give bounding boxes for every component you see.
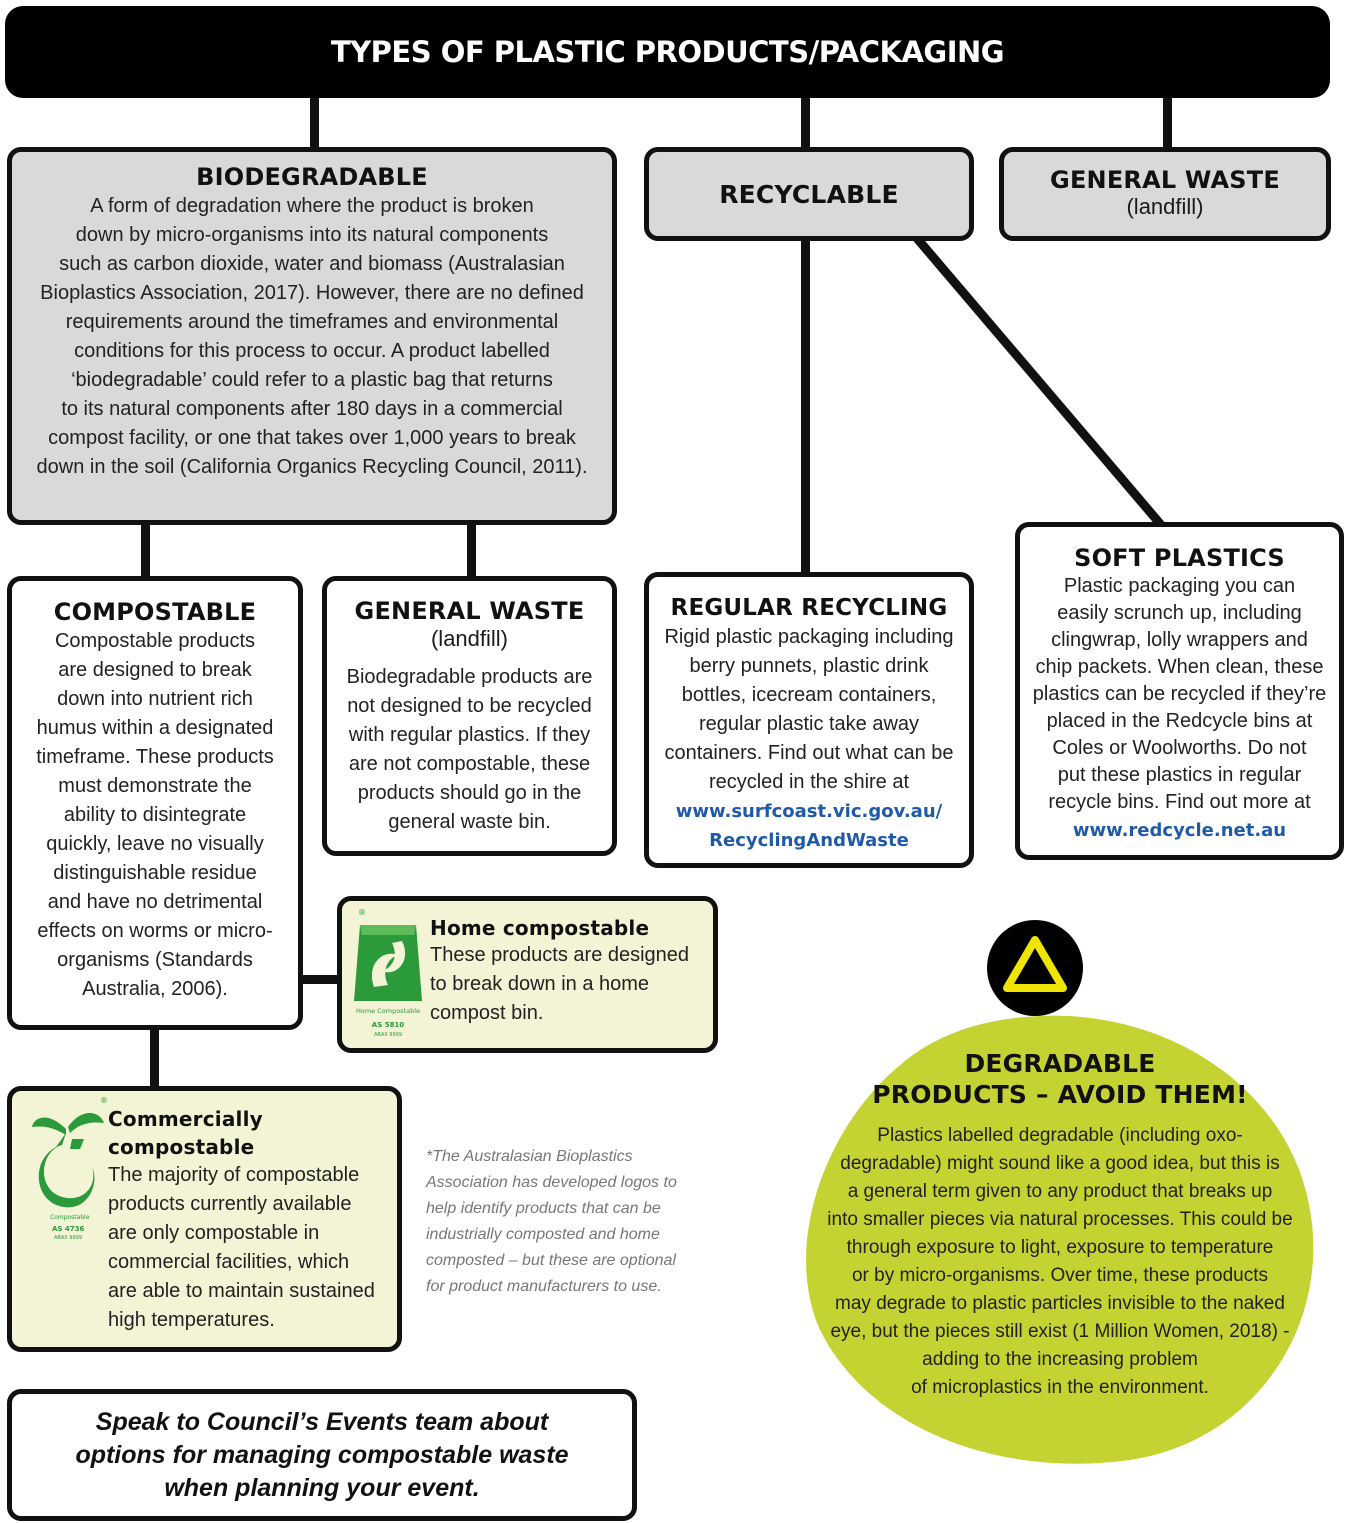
biodegradable-heading: BIODEGRADABLE xyxy=(196,163,428,191)
regular-recycling-text: Rigid plastic packaging including berry … xyxy=(664,626,954,793)
general-waste-top-box: GENERAL WASTE (landfill) xyxy=(999,147,1331,241)
compostable-box: COMPOSTABLE Compostable products are des… xyxy=(7,576,303,1030)
general-waste-mid-text: Biodegradable products are not designed … xyxy=(346,666,593,833)
compostable-text: Compostable products are designed to bre… xyxy=(36,630,274,1000)
regular-recycling-box: REGULAR RECYCLING Rigid plastic packagin… xyxy=(644,572,974,868)
commercial-compostable-logo: ® Compostable AS 4736 ABAX 9999 xyxy=(32,1096,108,1241)
general-waste-mid-sub: (landfill) xyxy=(430,626,509,651)
degradable-content: DEGRADABLE PRODUCTS – AVOID THEM! Plasti… xyxy=(790,1048,1330,1402)
footnote: *The Australasian Bioplastics Associatio… xyxy=(426,1148,677,1295)
home-logo-code: AS 5810 xyxy=(372,1021,405,1029)
degradable-heading: DEGRADABLE PRODUCTS – AVOID THEM! xyxy=(872,1049,1248,1109)
home-logo-caption: Home Compostable xyxy=(356,1007,420,1015)
degradable-text: Plastics labelled degradable (including … xyxy=(827,1125,1293,1398)
connector-title-general-waste xyxy=(1163,96,1172,150)
recyclable-heading: RECYCLABLE xyxy=(719,179,899,209)
commercially-compostable-box: ® Compostable AS 4736 ABAX 9999 Commerci… xyxy=(7,1086,402,1352)
general-waste-mid-heading: GENERAL WASTE xyxy=(354,597,585,625)
council-note-box: Speak to Council’s Events team about opt… xyxy=(7,1389,637,1521)
home-compostable-heading: Home compostable xyxy=(430,916,650,940)
recyclable-box: RECYCLABLE xyxy=(644,147,974,241)
commercial-logo-mark: ® xyxy=(100,1096,108,1105)
home-logo-mark: ® xyxy=(358,908,366,917)
home-compostable-box: ® Home Compostable AS 5810 ABAX 9999 Hom… xyxy=(337,896,718,1053)
general-waste-mid-box: GENERAL WASTE (landfill) Biodegradable p… xyxy=(322,576,617,856)
soft-plastics-box: SOFT PLASTICS Plastic packaging you can … xyxy=(1015,522,1344,860)
home-logo-sub: ABAX 9999 xyxy=(374,1032,402,1038)
connector-compostable-commercial xyxy=(150,1026,159,1090)
redcycle-link[interactable]: www.redcycle.net.au xyxy=(1072,820,1287,841)
warning-triangle-icon xyxy=(987,920,1083,1016)
commercial-logo-sub: ABAX 9999 xyxy=(54,1235,82,1241)
home-compostable-text: These products are designed to break dow… xyxy=(430,944,690,1024)
connector-recyclable-regular xyxy=(801,238,810,574)
council-note-text: Speak to Council’s Events team about opt… xyxy=(75,1407,569,1502)
connector-title-recyclable xyxy=(801,96,810,150)
commercially-compostable-text: The majority of compostable products cur… xyxy=(108,1164,375,1331)
compostable-heading: COMPOSTABLE xyxy=(53,598,257,626)
biodegradable-box: BIODEGRADABLE A form of degradation wher… xyxy=(7,147,617,525)
biodegradable-text: A form of degradation where the product … xyxy=(36,195,588,478)
commercial-logo-code: AS 4736 xyxy=(52,1225,85,1233)
regular-recycling-heading: REGULAR RECYCLING xyxy=(670,595,948,621)
connector-compostable-home xyxy=(298,975,342,984)
commercially-compostable-heading: Commercially compostable xyxy=(108,1107,263,1159)
title-bar: TYPES OF PLASTIC PRODUCTS/PACKAGING xyxy=(5,6,1330,98)
surfcoast-link[interactable]: www.surfcoast.vic.gov.au/ RecyclingAndWa… xyxy=(675,801,943,851)
soft-plastics-heading: SOFT PLASTICS xyxy=(1074,544,1285,572)
general-waste-top-heading: GENERAL WASTE xyxy=(1050,166,1280,194)
commercial-logo-caption: Compostable xyxy=(50,1214,90,1221)
degradable-blob xyxy=(806,1015,1314,1464)
soft-plastics-text: Plastic packaging you can easily scrunch… xyxy=(1032,575,1327,813)
connector-bio-general-waste xyxy=(467,520,476,580)
general-waste-top-sub: (landfill) xyxy=(1126,194,1204,219)
connector-bio-compostable xyxy=(141,520,150,580)
connector-title-biodegradable xyxy=(310,96,319,150)
page-title: TYPES OF PLASTIC PRODUCTS/PACKAGING xyxy=(330,35,1005,69)
home-compostable-logo: ® Home Compostable AS 5810 ABAX 9999 xyxy=(354,908,422,1038)
